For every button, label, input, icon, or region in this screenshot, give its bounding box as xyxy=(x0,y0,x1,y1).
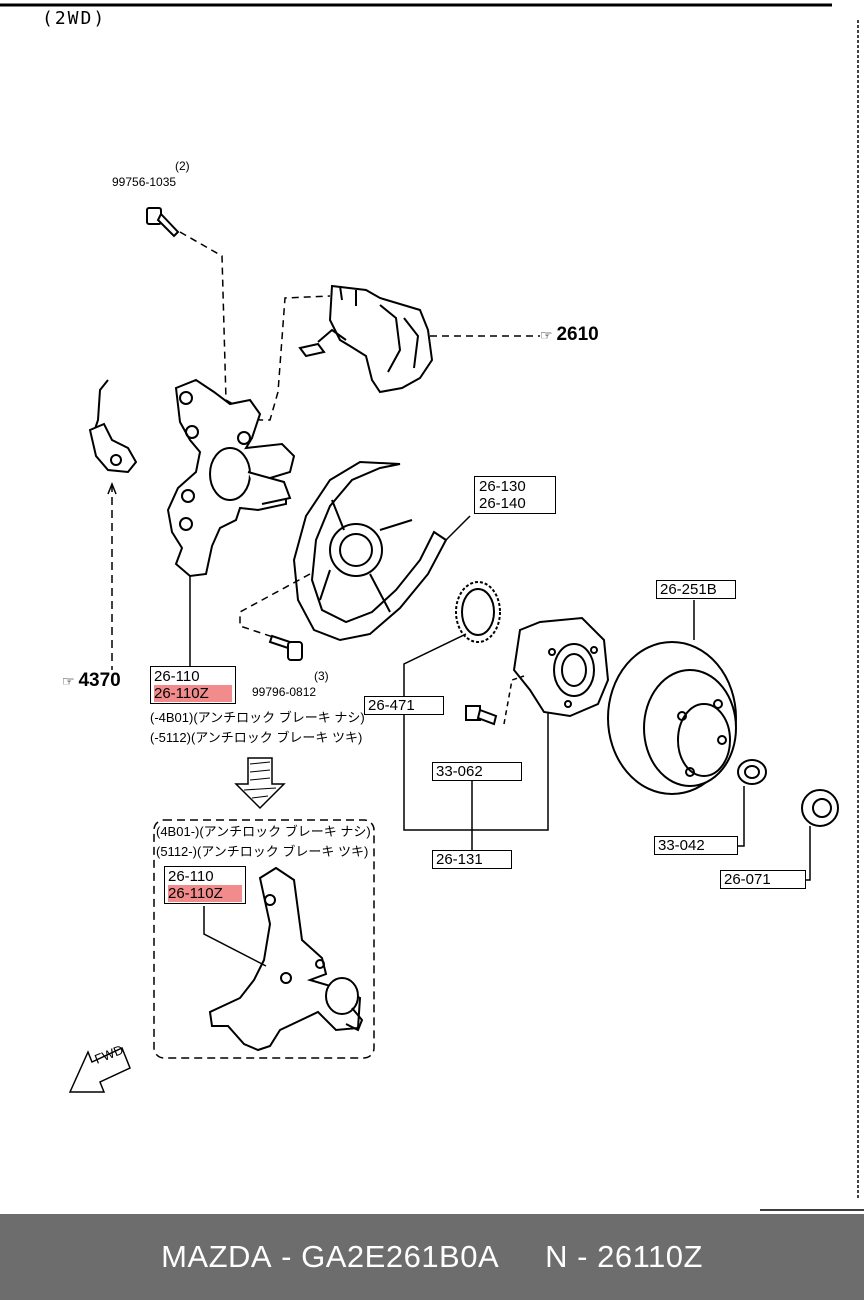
dust-cover-drawing xyxy=(292,460,448,642)
bolt-99796-0812 xyxy=(268,634,303,661)
transition-arrow xyxy=(234,757,286,810)
bolt-part-number: 99756-1035 xyxy=(112,175,177,189)
steering-knuckle-drawing xyxy=(166,378,296,578)
bolt2-part-number: 99796-0812 xyxy=(252,685,317,699)
brake-caliper-drawing xyxy=(298,284,434,394)
wheel-nut-drawing xyxy=(737,759,767,785)
brake-disc-drawing xyxy=(607,641,737,795)
knuckle-part-number[interactable]: 26-110 xyxy=(154,668,200,685)
caliper-reference[interactable]: ☞ 2610 xyxy=(540,324,599,345)
knuckle-part-box: 26-110 26-110Z xyxy=(150,666,236,704)
bolt2-qty: (3) xyxy=(314,669,329,683)
footer-brand: MAZDA xyxy=(161,1239,273,1274)
inset-part-box: 26-110 26-110Z xyxy=(164,866,246,904)
inset-frame xyxy=(153,819,375,1059)
inset-note-1: (4B01-)(アンチロック ブレーキ ナシ) xyxy=(156,824,371,839)
sensor-rotor-part[interactable]: 26-471 xyxy=(364,696,444,715)
hub-bolt-drawing xyxy=(465,705,498,726)
dust-cover-part-1[interactable]: 26-130 xyxy=(479,478,526,495)
drive-type-label: (2WD) xyxy=(42,8,107,29)
bolt-99756-1035 xyxy=(146,207,180,238)
hub-part[interactable]: 26-131 xyxy=(432,850,512,869)
hub-nut-part[interactable]: 26-071 xyxy=(720,870,806,889)
reference-hand-icon: ☞ xyxy=(62,673,79,689)
footer-part-number: N - 26110Z xyxy=(545,1239,703,1274)
knuckle-note-2: (-5112)(アンチロック ブレーキ ツキ) xyxy=(150,730,363,745)
knuckle-part-number-highlighted[interactable]: 26-110Z xyxy=(154,685,232,702)
inset-part-number-highlighted[interactable]: 26-110Z xyxy=(168,885,242,902)
dust-cover-part-box: 26-130 26-140 xyxy=(474,476,556,514)
knuckle-note-1: (-4B01)(アンチロック ブレーキ ナシ) xyxy=(150,710,365,725)
hub-nut-drawing xyxy=(801,789,839,827)
footer-bar: MAZDA - GA2E261B0A N - 26110Z xyxy=(0,1214,864,1300)
fwd-arrow-icon xyxy=(68,1046,131,1093)
inset-note-2: (5112-)(アンチロック ブレーキ ツキ) xyxy=(156,844,369,859)
footer-model-code: GA2E261B0A xyxy=(301,1239,500,1274)
abs-sensor-drawing xyxy=(88,379,138,474)
sensor-rotor-drawing xyxy=(455,581,501,643)
abs-sensor-reference[interactable]: ☞ 4370 xyxy=(62,670,121,691)
dust-cover-part-2[interactable]: 26-140 xyxy=(479,495,526,512)
inset-part-number[interactable]: 26-110 xyxy=(168,868,214,885)
wheel-nut-part[interactable]: 33-042 xyxy=(654,836,738,855)
reference-hand-icon: ☞ xyxy=(540,327,557,343)
parts-diagram xyxy=(0,3,864,1211)
inset-knuckle-drawing xyxy=(208,866,364,1052)
wheel-hub-drawing xyxy=(512,616,610,718)
bolt-qty: (2) xyxy=(175,159,190,173)
disc-part[interactable]: 26-251B xyxy=(656,580,736,599)
hub-bolt-part[interactable]: 33-062 xyxy=(432,762,522,781)
footer-separator: - xyxy=(272,1239,302,1274)
